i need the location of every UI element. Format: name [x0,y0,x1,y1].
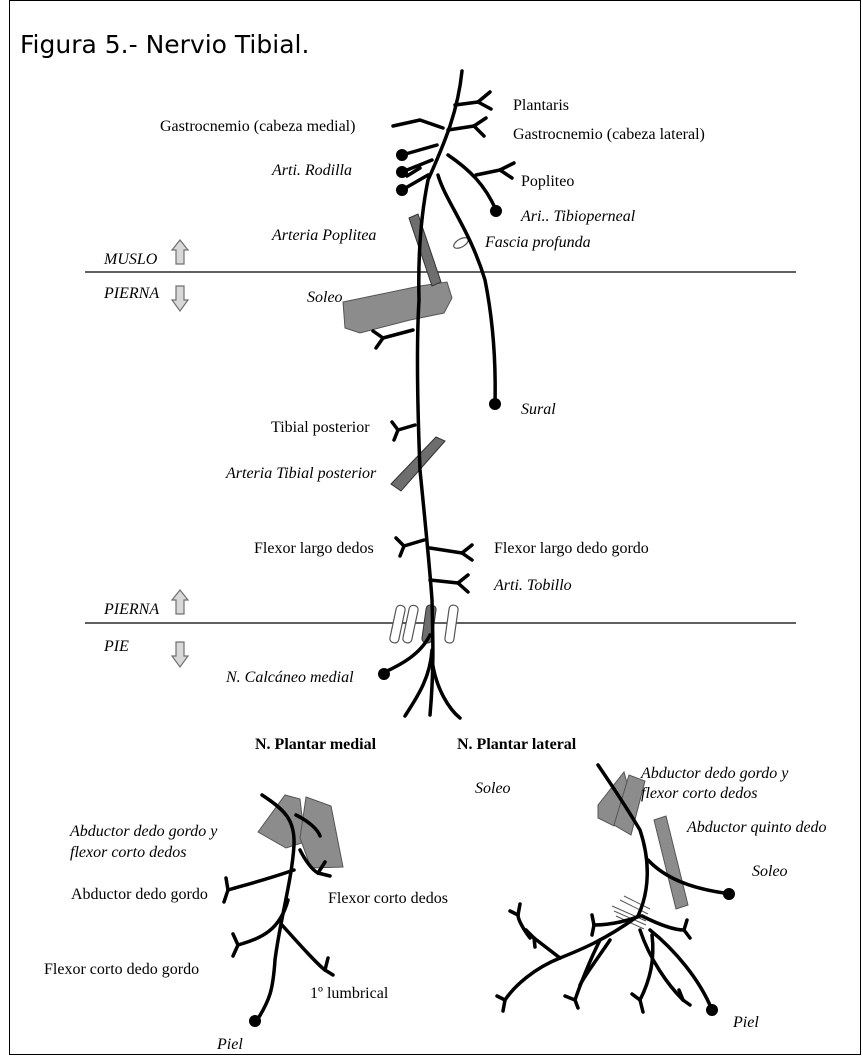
label-arteria-tibial-posterior: Arteria Tibial posterior [225,465,377,482]
label-arti-rodilla: Arti. Rodilla [271,162,352,179]
label-plantaris: Plantaris [513,97,569,114]
region-pie: PIE [103,638,129,655]
label-fascia-profunda: Fascia profunda [484,234,591,251]
label-gastro-lateral: Gastrocnemio (cabeza lateral) [513,126,705,143]
label-flexor-corto-dedos: Flexor corto dedos [328,890,448,907]
label-piel-right: Piel [732,1014,759,1031]
label-arteria-poplitea: Arteria Poplitea [271,227,376,244]
up-arrow-icon [172,240,188,264]
label-abductor-dedo-gordo: Abductor dedo gordo [71,886,208,903]
down-arrow-icon [172,286,188,311]
label-abductor-fcd-right-line1: Abductor dedo gordo y [640,765,789,782]
label-abductor-quinto: Abductor quinto dedo [686,819,827,836]
region-pierna-bottom: PIERNA [103,601,159,618]
label-piel-left: Piel [216,1036,243,1053]
label-lumbrical: 1º lumbrical [310,985,389,1002]
label-calcaneo-medial: N. Calcáneo medial [225,669,354,686]
nerve-endings [249,149,735,1027]
label-abductor-fcd-right-line2: flexor corto dedos [641,785,757,802]
region-muslo: MUSLO [103,251,158,268]
label-flexor-largo-dedos: Flexor largo dedos [254,540,374,557]
label-gastro-medial: Gastrocnemio (cabeza medial) [160,118,355,135]
muscle-shapes [258,214,688,929]
label-arti-tobillo: Arti. Tobillo [493,577,572,594]
region-pierna-top: PIERNA [103,285,159,302]
abductor-quinto-muscle [654,816,688,909]
label-plantar-medial: N. Plantar medial [255,736,377,753]
label-tibial-posterior: Tibial posterior [271,419,370,436]
label-popliteo: Popliteo [521,173,574,190]
label-tibioperneal: Ari.. Tibioperneal [520,208,636,225]
label-flexor-corto-dedo-gordo: Flexor corto dedo gordo [44,961,199,978]
foot-muscle-left-1 [258,795,305,848]
soleus-muscle [343,282,452,333]
label-soleo-right: Soleo [752,863,788,880]
label-flexor-largo-dedo-gordo: Flexor largo dedo gordo [494,540,649,557]
label-sural: Sural [521,401,556,418]
down-arrow-icon [172,642,188,667]
label-abductor-fcd-line1: Abductor dedo gordo y [69,823,218,840]
foot-muscle-left-2 [300,797,343,868]
label-abductor-fcd-line2: flexor corto dedos [70,844,186,861]
label-soleo: Soleo [307,289,343,306]
label-soleo-left: Soleo [475,780,511,797]
popliteal-artery [409,214,441,286]
up-arrow-icon [172,590,188,614]
label-plantar-lateral: N. Plantar lateral [457,736,577,753]
